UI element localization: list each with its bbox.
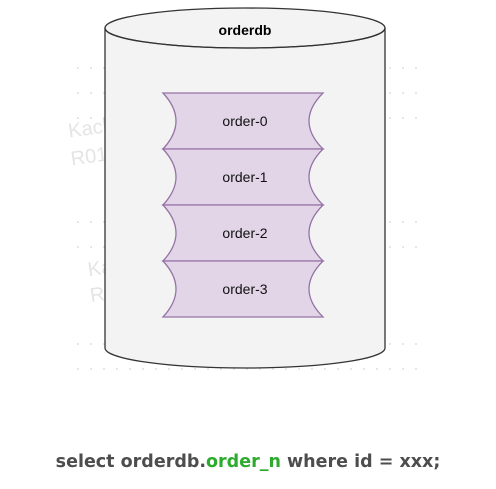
grid-dot (363, 368, 365, 370)
grid-dot (90, 117, 92, 119)
grid-dot (402, 117, 404, 119)
grid-dot (77, 221, 79, 223)
grid-dot (77, 117, 79, 119)
grid-dot (155, 368, 157, 370)
grid-dot (337, 368, 339, 370)
cylinder-top-rim (104, 27, 386, 49)
grid-dot (389, 117, 391, 119)
grid-dot (415, 67, 417, 69)
table-shard-label: order-2 (222, 225, 267, 241)
grid-dot (90, 67, 92, 69)
grid-dot (389, 246, 391, 248)
grid-dot (90, 246, 92, 248)
grid-dot (402, 221, 404, 223)
grid-dot (402, 343, 404, 345)
grid-dot (415, 368, 417, 370)
grid-dot (402, 368, 404, 370)
grid-dot (142, 368, 144, 370)
table-shard-label: order-0 (222, 113, 267, 129)
grid-dot (311, 368, 313, 370)
sql-query-prefix: select orderdb. (55, 452, 207, 472)
grid-dot (285, 368, 287, 370)
grid-dot (376, 368, 378, 370)
database-name: orderdb (219, 22, 272, 38)
grid-dot (77, 92, 79, 94)
grid-dot (415, 343, 417, 345)
grid-dot (181, 368, 183, 370)
grid-dot (103, 368, 105, 370)
table-shard-3[interactable]: order-3 (161, 260, 325, 318)
table-shard-2[interactable]: order-2 (161, 204, 325, 262)
grid-dot (415, 117, 417, 119)
grid-dot (389, 92, 391, 94)
grid-dot (324, 368, 326, 370)
grid-dot (298, 368, 300, 370)
grid-dot (415, 221, 417, 223)
grid-dot (389, 343, 391, 345)
grid-dot (77, 67, 79, 69)
grid-dot (402, 92, 404, 94)
grid-dot (389, 368, 391, 370)
grid-dot (90, 92, 92, 94)
grid-dot (389, 221, 391, 223)
grid-dot (402, 246, 404, 248)
grid-dot (194, 368, 196, 370)
grid-dot (116, 368, 118, 370)
grid-dot (90, 343, 92, 345)
grid-dot (415, 246, 417, 248)
grid-dot (90, 221, 92, 223)
grid-dot (220, 368, 222, 370)
grid-dot (90, 368, 92, 370)
grid-dot (129, 368, 131, 370)
grid-dot (77, 246, 79, 248)
grid-dot (207, 368, 209, 370)
grid-dot (77, 343, 79, 345)
table-shard-label: order-3 (222, 281, 267, 297)
sql-query: select orderdb.order_n where id = xxx; (0, 452, 496, 472)
grid-dot (168, 368, 170, 370)
grid-dot (77, 368, 79, 370)
table-shard-shape (161, 260, 325, 318)
grid-dot (389, 67, 391, 69)
grid-dot (402, 67, 404, 69)
sql-query-table: order_n (206, 452, 281, 472)
sql-query-suffix: where id = xxx; (280, 452, 441, 472)
grid-dot (350, 368, 352, 370)
grid-dot (415, 92, 417, 94)
table-stack: order-0 order-1 order-2 order-3 (161, 92, 325, 318)
table-shard-label: order-1 (222, 169, 267, 185)
table-shard-0[interactable]: order-0 (161, 92, 325, 150)
grid-dot (272, 368, 274, 370)
table-shard-1[interactable]: order-1 (161, 148, 325, 206)
